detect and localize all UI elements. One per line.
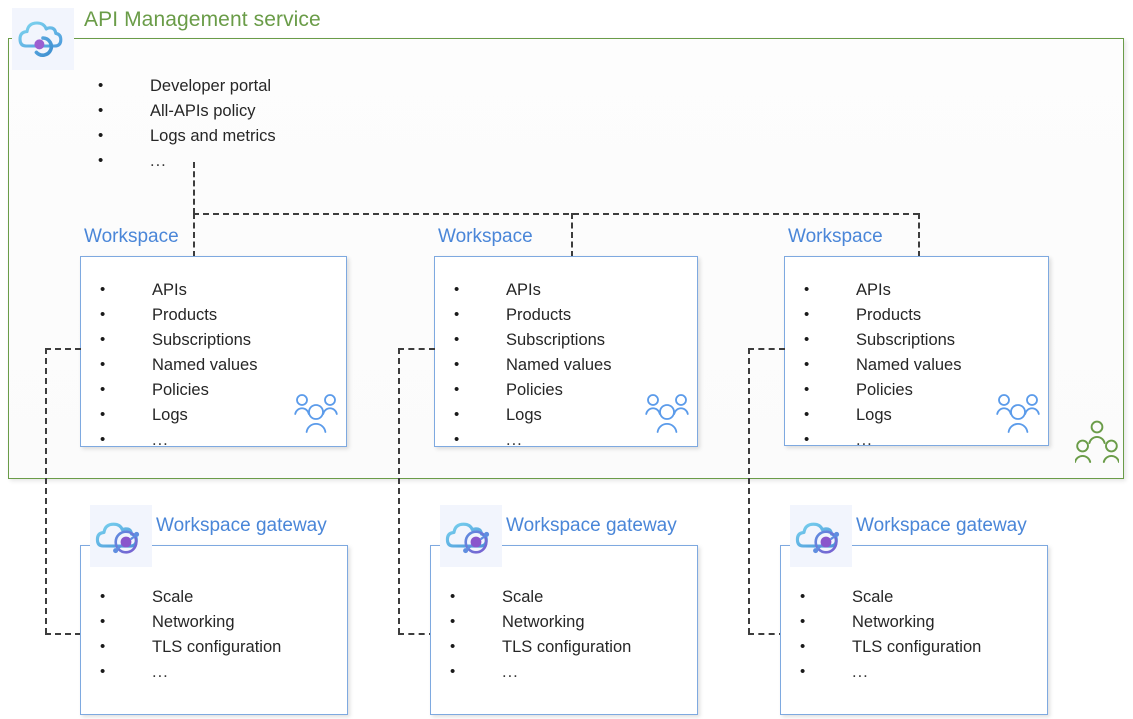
list-item: Named values: [454, 352, 611, 378]
workspace-3-bullet-list: APIs Products Subscriptions Named values…: [804, 277, 961, 453]
connector-workspace-1-drop: [193, 213, 195, 257]
list-item: ...: [100, 427, 257, 453]
connector-ws3-gw3-bottom: [748, 633, 785, 635]
workspace-gateway-3-bullet-list: Scale Networking TLS configuration ...: [800, 584, 981, 685]
connector-ws2-gw2-bottom: [398, 633, 435, 635]
list-item: Networking: [800, 609, 981, 635]
list-item: ...: [804, 427, 961, 453]
list-item: Named values: [100, 352, 257, 378]
people-group-icon: [995, 392, 1041, 437]
list-item: Products: [804, 302, 961, 328]
workspace-gateway-2-title: Workspace gateway: [506, 515, 677, 536]
people-group-icon: [293, 392, 339, 437]
workspace-2-bullet-list: APIs Products Subscriptions Named values…: [454, 277, 611, 453]
list-item: TLS configuration: [800, 634, 981, 660]
list-item: Developer portal: [98, 73, 276, 99]
list-item: Networking: [450, 609, 631, 635]
list-item: Scale: [100, 584, 281, 610]
service-bullet-list: Developer portal All-APIs policy Logs an…: [98, 73, 276, 174]
list-item: ...: [98, 148, 276, 174]
list-item: Logs: [454, 402, 611, 428]
list-item: TLS configuration: [100, 634, 281, 660]
list-item: Named values: [804, 352, 961, 378]
connector-ws2-gw2-vertical: [398, 348, 400, 634]
list-item: Policies: [100, 377, 257, 403]
connector-service-bus: [193, 213, 919, 215]
workspace-gateway-3-title: Workspace gateway: [856, 515, 1027, 536]
workspace-gateway-2-bullet-list: Scale Networking TLS configuration ...: [450, 584, 631, 685]
connector-workspace-3-drop: [918, 213, 920, 257]
workspace-1-title: Workspace: [84, 226, 179, 247]
list-item: APIs: [100, 277, 257, 303]
list-item: Products: [100, 302, 257, 328]
connector-service-dropline: [193, 162, 195, 214]
list-item: Subscriptions: [454, 327, 611, 353]
list-item: Subscriptions: [804, 327, 961, 353]
list-item: Policies: [454, 377, 611, 403]
workspace-1-bullet-list: APIs Products Subscriptions Named values…: [100, 277, 257, 453]
workspace-gateway-cloud-icon: [440, 505, 502, 567]
workspace-2-title: Workspace: [438, 226, 533, 247]
list-item: Networking: [100, 609, 281, 635]
workspace-gateway-1-title: Workspace gateway: [156, 515, 327, 536]
connector-ws3-gw3-vertical: [748, 348, 750, 634]
connector-ws1-gw1-top: [45, 348, 81, 350]
people-group-icon: [1075, 418, 1119, 468]
connector-ws3-gw3-top: [748, 348, 785, 350]
workspace-gateway-cloud-icon: [90, 505, 152, 567]
workspace-gateway-cloud-icon: [790, 505, 852, 567]
list-item: Logs: [100, 402, 257, 428]
list-item: Policies: [804, 377, 961, 403]
workspace-3-title: Workspace: [788, 226, 883, 247]
connector-workspace-2-drop: [571, 213, 573, 257]
connector-ws2-gw2-top: [398, 348, 435, 350]
list-item: APIs: [454, 277, 611, 303]
list-item: ...: [450, 659, 631, 685]
workspace-gateway-1-bullet-list: Scale Networking TLS configuration ...: [100, 584, 281, 685]
list-item: All-APIs policy: [98, 98, 276, 124]
connector-ws1-gw1-vertical: [45, 348, 47, 634]
list-item: ...: [100, 659, 281, 685]
page-title: API Management service: [84, 8, 321, 31]
connector-ws1-gw1-bottom: [45, 633, 81, 635]
list-item: ...: [454, 427, 611, 453]
list-item: APIs: [804, 277, 961, 303]
list-item: Products: [454, 302, 611, 328]
people-group-icon: [644, 392, 690, 437]
api-management-cloud-icon: [12, 8, 74, 70]
list-item: Logs and metrics: [98, 123, 276, 149]
list-item: Subscriptions: [100, 327, 257, 353]
list-item: Logs: [804, 402, 961, 428]
list-item: TLS configuration: [450, 634, 631, 660]
list-item: ...: [800, 659, 981, 685]
list-item: Scale: [800, 584, 981, 610]
list-item: Scale: [450, 584, 631, 610]
